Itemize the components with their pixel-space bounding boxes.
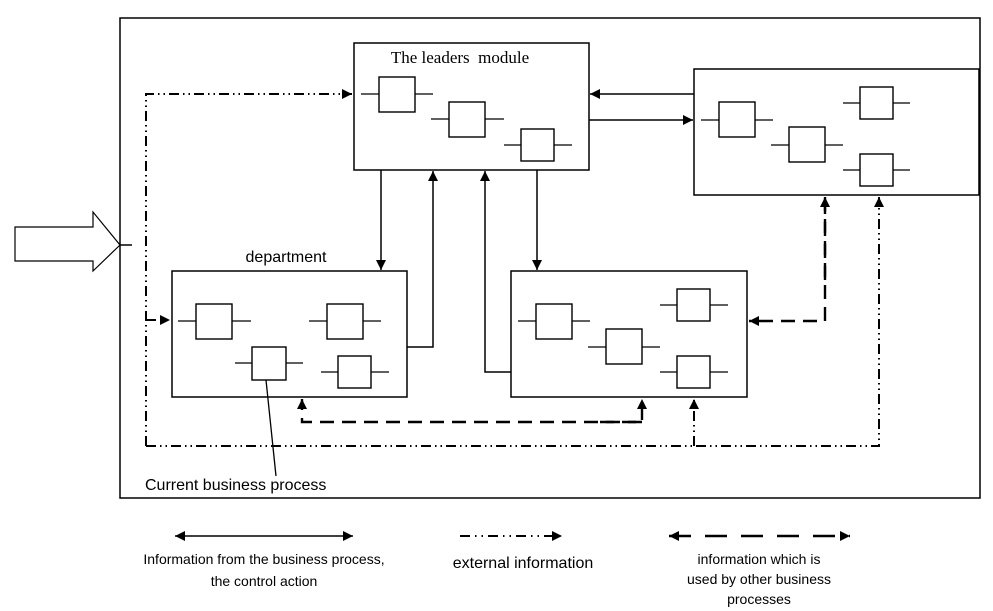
process-block — [178, 303, 251, 340]
legend-solid-line2: the control action — [211, 573, 318, 589]
flow-department-to-process — [600, 399, 647, 424]
legend-shared-line2: used by other business — [687, 571, 831, 587]
legend-external-label: external information — [453, 555, 594, 572]
process-block — [588, 328, 660, 365]
external-module — [693, 68, 980, 196]
legend-item-dashed: information which is used by other busin… — [669, 531, 850, 607]
flow-external-to-leaders-module — [145, 89, 352, 446]
legend-shared-line1: information which is — [698, 551, 821, 567]
process-block — [843, 153, 910, 187]
process-block — [771, 126, 843, 163]
leaders-module: The leaders module — [353, 42, 590, 171]
process-block — [321, 355, 389, 389]
control-flows — [376, 89, 694, 373]
legend: Information from the business process, t… — [143, 531, 850, 607]
current-process-block — [235, 346, 303, 381]
process-block — [518, 303, 590, 340]
leaders-module-title: The leaders module — [391, 48, 529, 67]
process-block — [660, 288, 728, 322]
input-arrow-icon — [14, 210, 121, 273]
flow-department-to-leaders — [407, 171, 438, 348]
department-module: department — [171, 249, 408, 398]
external-information-flows — [145, 89, 884, 447]
legend-shared-line3: processes — [727, 591, 791, 607]
flow-process-to-leaders — [480, 171, 511, 373]
process-block — [361, 76, 433, 113]
department-title: department — [246, 249, 327, 266]
process-block — [843, 86, 910, 120]
flow-process-to-department — [297, 399, 642, 424]
process-block — [504, 128, 572, 162]
process-block — [431, 101, 504, 138]
legend-item-solid: Information from the business process, t… — [143, 531, 385, 589]
legend-solid-line1: Information from the business process, — [143, 551, 384, 567]
legend-item-dash-dot-dot: external information — [453, 531, 594, 572]
current-process-pointer — [265, 379, 277, 477]
process-block — [701, 101, 773, 138]
process-module — [510, 270, 748, 398]
current-process-label: Current business process — [145, 477, 326, 494]
process-block — [309, 303, 381, 340]
shared-information-flows — [297, 197, 830, 424]
flow-external-to-process-shared — [749, 197, 827, 326]
flow-external-bottom-bus — [146, 197, 884, 447]
process-block — [660, 355, 728, 389]
system-frame — [119, 17, 981, 499]
